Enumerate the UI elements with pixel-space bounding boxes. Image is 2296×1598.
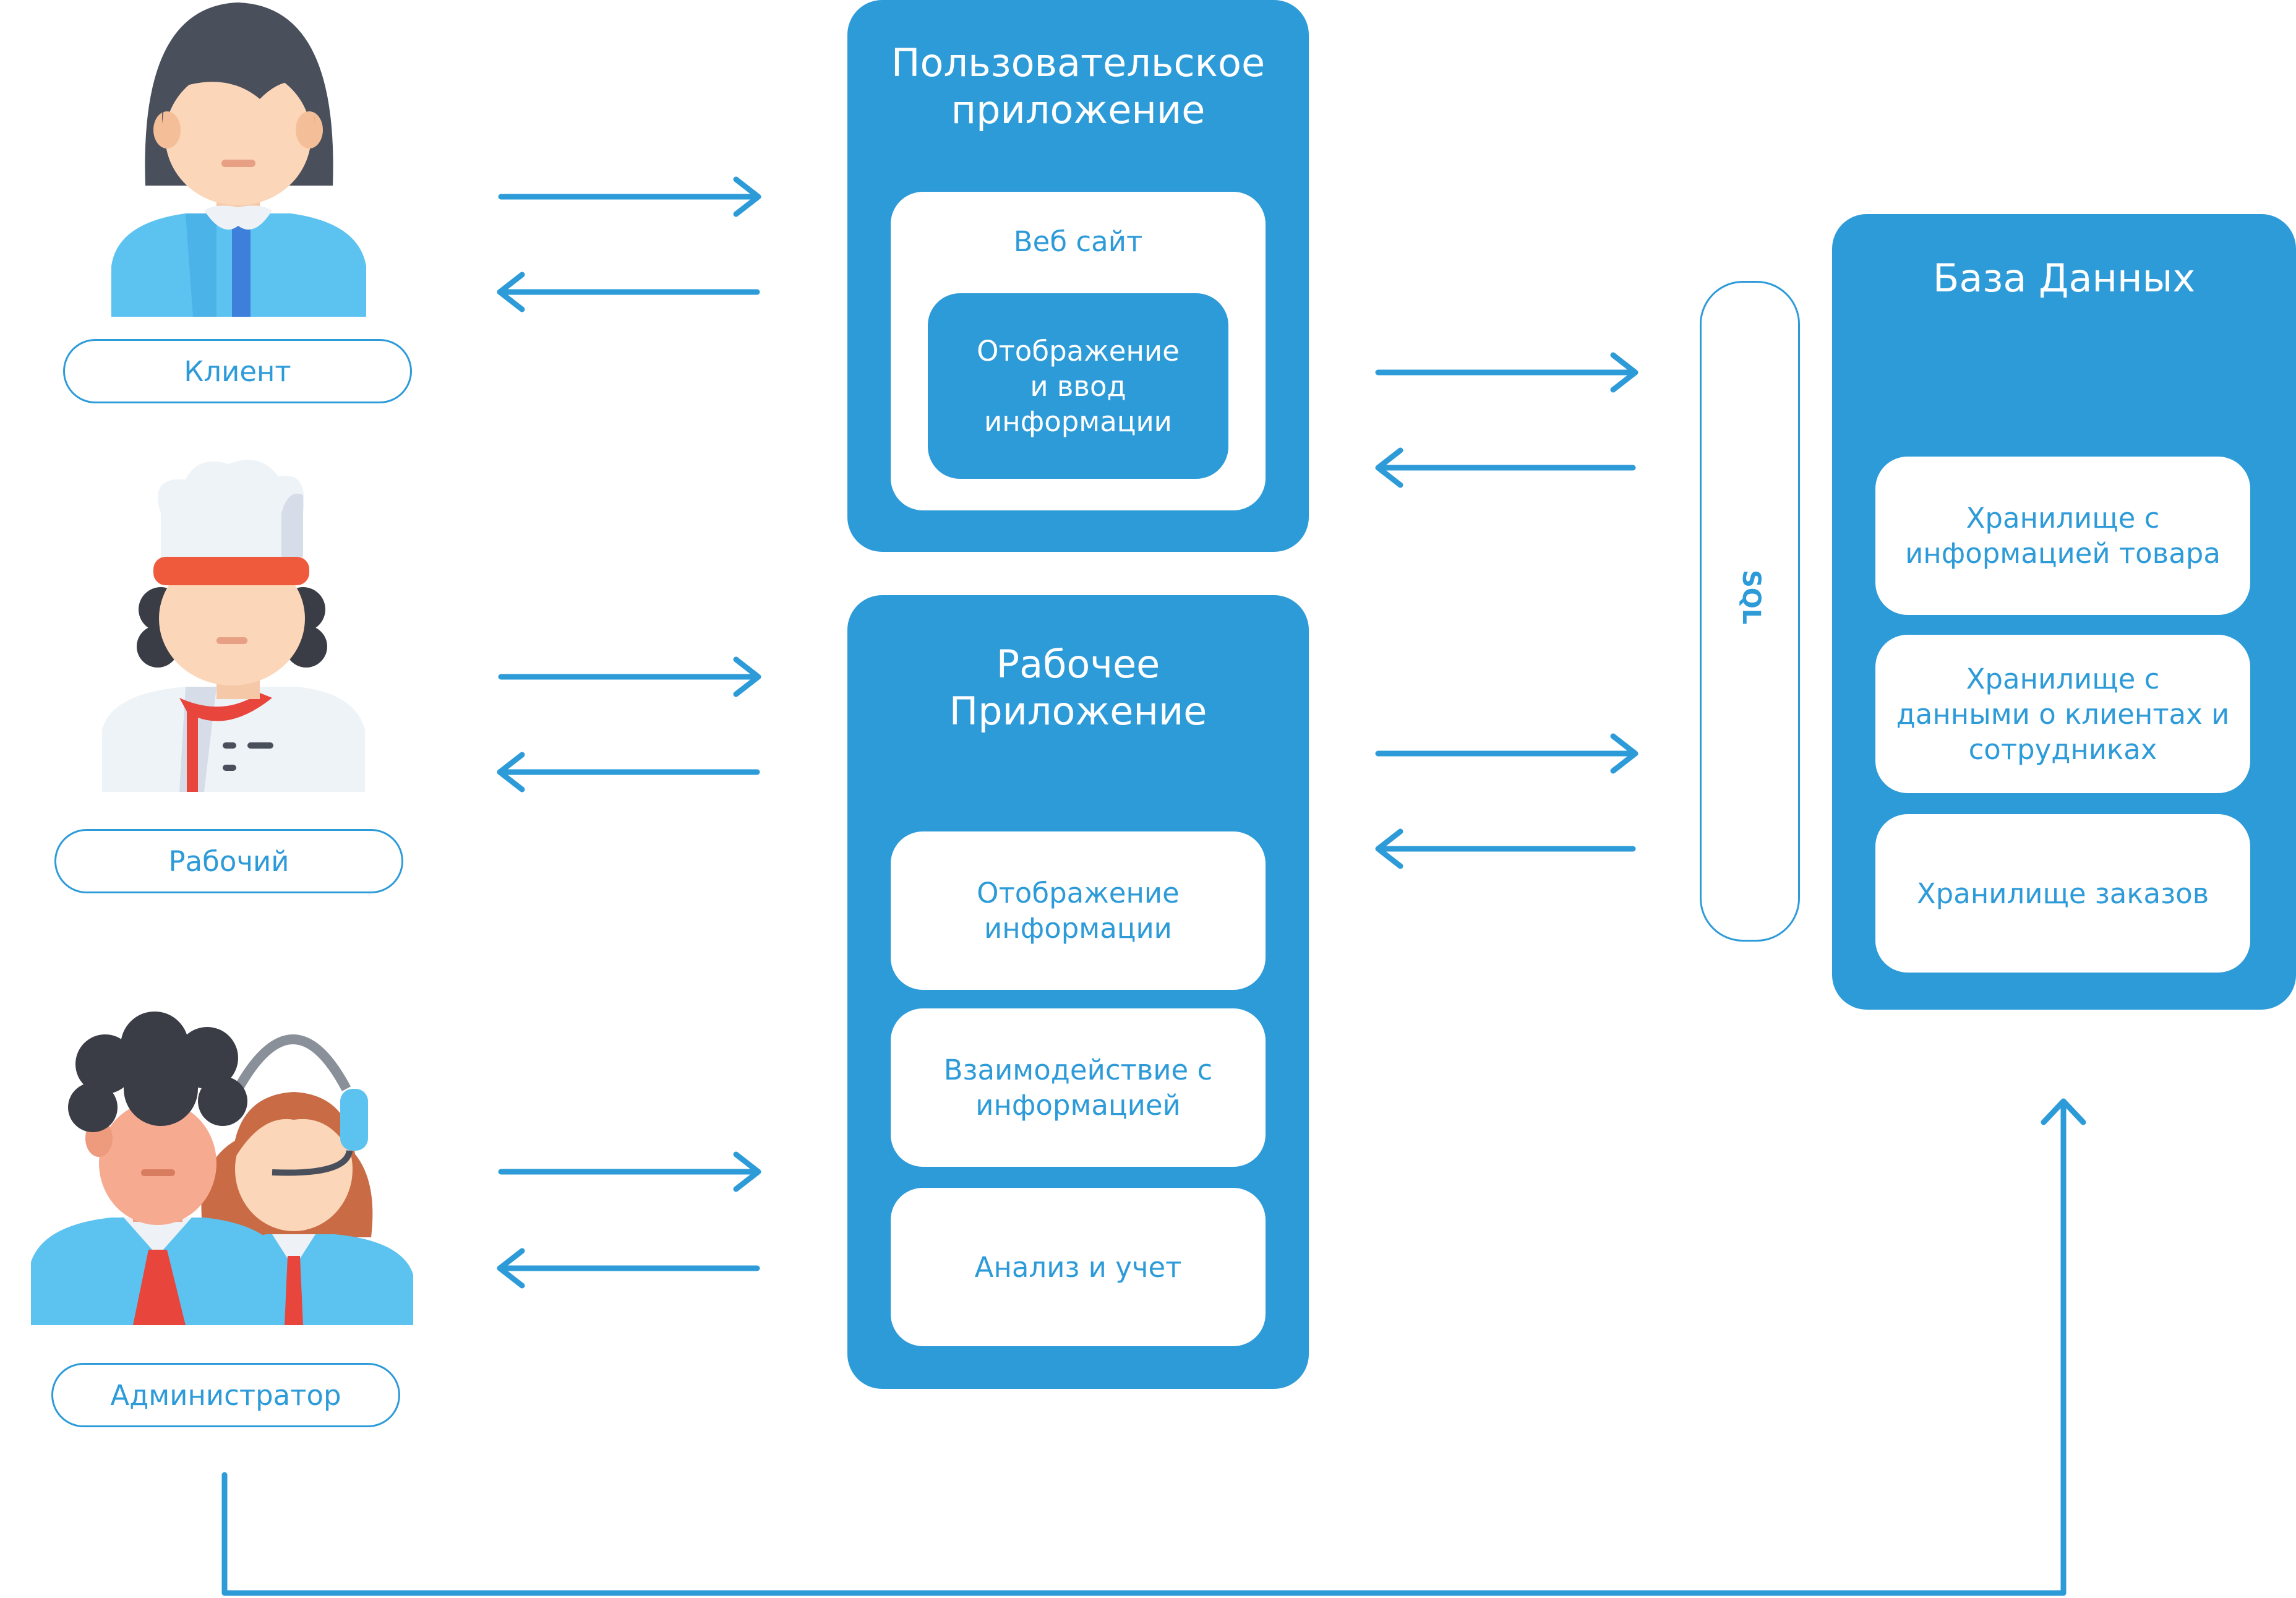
actor-label-admin-text: Администратор — [110, 1378, 341, 1412]
actor-label-admin: Администратор — [51, 1363, 400, 1427]
display-input-info-card: Отображение и ввод информации — [928, 293, 1228, 479]
work-app-item-interaction: Взаимодействие с информацией — [891, 1008, 1266, 1167]
actor-label-worker-text: Рабочий — [168, 844, 289, 878]
arrow-work-app-to-worker — [497, 752, 760, 793]
arrow-sql-to-work-app — [1375, 828, 1636, 869]
website-label: Веб сайт — [1013, 225, 1143, 258]
administrators-icon — [31, 1012, 413, 1325]
arrow-user-app-to-client — [497, 272, 760, 312]
sql-label: SQL — [1737, 570, 1765, 625]
website-card: Веб сайт Отображение и ввод информации — [891, 192, 1266, 510]
actor-label-client-text: Клиент — [184, 354, 291, 388]
arrow-user-app-to-sql — [1375, 352, 1638, 393]
db-item-products: Хранилище с информацией товара — [1875, 457, 2250, 615]
work-app-item-analysis: Анализ и учет — [891, 1188, 1266, 1346]
actor-label-client: Клиент — [63, 339, 412, 403]
user-app-title: Пользовательское приложение — [891, 40, 1266, 132]
arrow-sql-to-user-app — [1375, 447, 1636, 488]
work-app-item-display: Отображение информации — [891, 831, 1266, 990]
arrow-work-app-to-sql — [1375, 733, 1638, 774]
db-item-clients-staff: Хранилище с данными о клиентах и сотрудн… — [1875, 635, 2250, 793]
db-item-orders: Хранилище заказов — [1875, 814, 2250, 973]
work-app-panel: Рабочее Приложение Отображение информаци… — [847, 595, 1309, 1389]
actor-label-worker: Рабочий — [54, 829, 403, 893]
database-panel: База Данных Хранилище с информацией това… — [1832, 214, 2296, 1010]
arrow-client-to-user-app — [498, 176, 761, 217]
sql-box — [1700, 281, 1800, 942]
arrow-admin-to-work-app — [498, 1151, 761, 1192]
arrow-admin-to-database — [221, 1098, 2086, 1596]
arrow-work-app-to-admin — [497, 1248, 760, 1289]
female-client-icon — [111, 2, 366, 317]
arrow-worker-to-work-app — [498, 656, 761, 697]
chef-worker-icon — [102, 460, 365, 792]
database-title: База Данных — [1932, 256, 2196, 301]
user-app-panel: Пользовательское приложение Веб сайт Ото… — [847, 0, 1309, 552]
work-app-title: Рабочее Приложение — [949, 642, 1207, 734]
